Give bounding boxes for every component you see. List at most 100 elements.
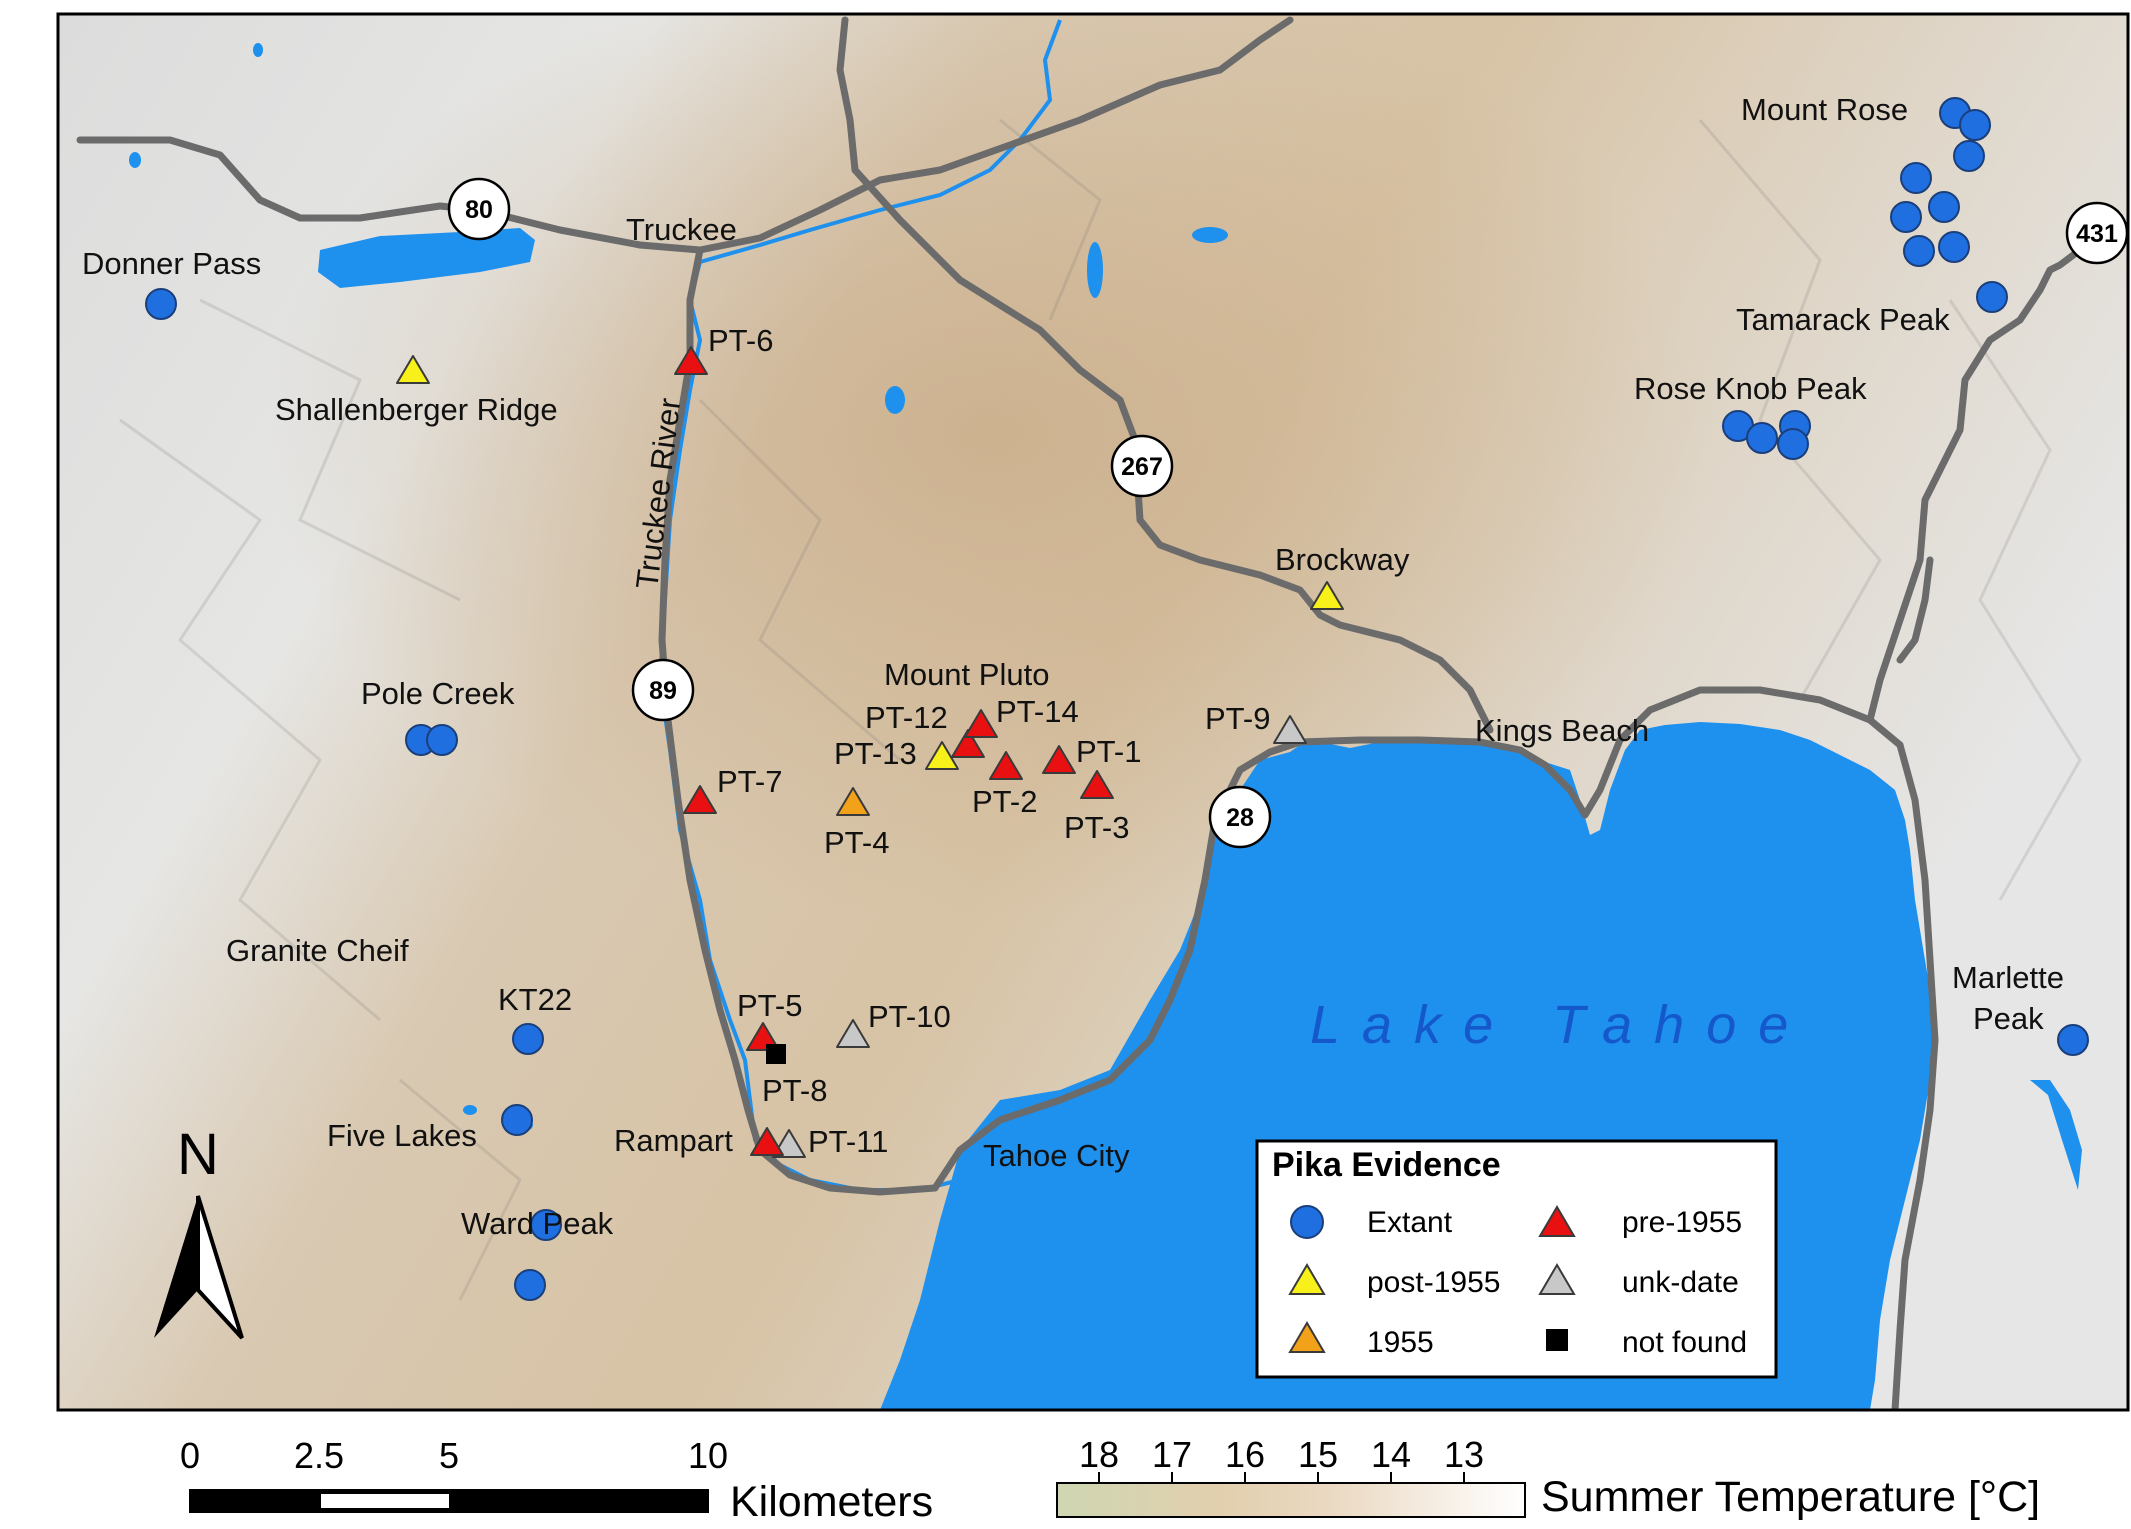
temp-tick-18: 18: [1079, 1434, 1119, 1475]
label-kt22: KT22: [498, 982, 572, 1017]
temp-tick-13: 13: [1444, 1434, 1484, 1475]
highway-267-label: 267: [1121, 453, 1163, 481]
label-granite-chief: Granite Cheif: [226, 933, 409, 968]
label-brockway: Brockway: [1275, 542, 1410, 577]
highway-431-label: 431: [2076, 220, 2118, 248]
relief-shading: [119, 118, 2082, 1301]
temperature-ticks: [1098, 1472, 1465, 1483]
roads: [76, 16, 2114, 1410]
label-donner-pass: Donner Pass: [82, 246, 261, 281]
highway-80-label: 80: [465, 196, 493, 224]
label-pt5: PT-5: [737, 988, 802, 1023]
scale-unit-label: Kilometers: [730, 1478, 933, 1526]
label-truckee: Truckee: [626, 212, 737, 247]
legend-pre1955-label: pre-1955: [1622, 1206, 1742, 1239]
legend-1955-label: 1955: [1367, 1326, 1434, 1359]
scale-tick-2-5: 2.5: [294, 1435, 344, 1476]
not-found-marker-pt8: [766, 1044, 786, 1064]
donner-lake-water: [318, 228, 535, 288]
extant-marker-ward-peak-2: [514, 1269, 546, 1301]
legend-extant-label: Extant: [1367, 1206, 1453, 1239]
label-tamarack-peak: Tamarack Peak: [1736, 302, 1950, 337]
highway-28-shield: 28: [1208, 785, 1272, 849]
extant-marker-ward-peak-1: [530, 1209, 562, 1241]
extant-marker-mount-rose-4: [1900, 162, 1932, 194]
extant-marker-mount-rose-7: [1903, 235, 1935, 267]
label-tahoe-city: Tahoe City: [983, 1138, 1130, 1173]
label-five-lakes: Five Lakes: [327, 1118, 477, 1153]
legend-extant-symbol: [1290, 1205, 1324, 1239]
scale-tick-0: 0: [180, 1435, 200, 1476]
post1955-marker-shallenberger: [396, 355, 430, 384]
extant-marker-mount-rose-3: [1953, 140, 1985, 172]
extant-marker-marlette-peak: [2057, 1024, 2089, 1056]
label-marlette-peak: Peak: [1973, 1001, 2044, 1036]
legend-pre1955-symbol: [1538, 1205, 1576, 1237]
label-rampart: Rampart: [614, 1123, 733, 1158]
legend-not-found-symbol: [1546, 1329, 1568, 1351]
scale-bar-white-segment: [321, 1494, 449, 1508]
1955-marker-pt4: [836, 787, 870, 816]
extant-marker-mount-rose-6: [1928, 191, 1960, 223]
label-pt3: PT-3: [1064, 810, 1129, 845]
label-pt9: PT-9: [1205, 701, 1270, 736]
label-pt7: PT-7: [717, 764, 782, 799]
label-pt1: PT-1: [1076, 734, 1141, 769]
label-pt10: PT-10: [868, 999, 951, 1034]
pre1955-marker-pt3: [1080, 770, 1114, 799]
label-pt6: PT-6: [708, 323, 773, 358]
temperature-scale-title: Summer Temperature [°C]: [1541, 1473, 2040, 1521]
legend: Pika Evidence Extant post-1955 1955 pre-…: [1255, 1139, 1778, 1379]
lake-tahoe-label: Lake Tahoe: [1310, 995, 1810, 1055]
legend-unk-label: unk-date: [1622, 1266, 1739, 1299]
triangle-markers: [396, 346, 1344, 1158]
temperature-scale: 18 17 16 15 14 13 Summer Temperature [°C…: [1056, 1434, 2040, 1521]
extant-markers: [145, 97, 2089, 1301]
extant-marker-kt22: [512, 1023, 544, 1055]
highway-89-shield: 89: [631, 658, 695, 722]
north-arrow-label: N: [177, 1122, 219, 1187]
highway-28-label: 28: [1226, 804, 1254, 832]
extant-marker-mount-rose-2: [1959, 109, 1991, 141]
label-pole-creek: Pole Creek: [361, 676, 515, 711]
map-content: 80 89 267 28 431 Lake Tahoe: [58, 14, 2128, 1410]
legend-title: Pika Evidence: [1272, 1146, 1501, 1184]
label-pt2: PT-2: [972, 784, 1037, 819]
pre1955-marker-pt12: [951, 729, 985, 758]
pre1955-marker-pt6: [674, 346, 708, 375]
label-ward-peak: Ward Peak: [461, 1206, 614, 1241]
unk-marker-pt10: [836, 1019, 870, 1048]
extant-marker-pole-creek-2: [426, 724, 458, 756]
scale-tick-5: 5: [439, 1435, 459, 1476]
post1955-marker-brockway: [1310, 581, 1344, 610]
label-pt14: PT-14: [996, 694, 1079, 729]
legend-post1955-label: post-1955: [1367, 1266, 1500, 1299]
extant-marker-donner-pass: [145, 288, 177, 320]
label-pt13: PT-13: [834, 736, 917, 771]
temp-tick-16: 16: [1225, 1434, 1265, 1475]
north-arrow: N: [154, 1122, 244, 1340]
label-shallenberger-ridge: Shallenberger Ridge: [275, 392, 558, 427]
post1955-marker-pt13: [925, 741, 959, 770]
scale-tick-10: 10: [688, 1435, 728, 1476]
marlette-lake-water: [2030, 1080, 2082, 1190]
pre1955-marker-pt14: [964, 709, 998, 738]
highway-89-label: 89: [649, 677, 677, 705]
label-pt11: PT-11: [808, 1124, 888, 1159]
pre1955-marker-pt2: [989, 751, 1023, 780]
extant-marker-mount-rose-8: [1938, 231, 1970, 263]
legend-box: [1255, 1139, 1778, 1379]
label-kings-beach: Kings Beach: [1475, 713, 1649, 748]
extant-marker-rose-knob-4: [1777, 428, 1809, 460]
label-marlette: Marlette: [1952, 960, 2064, 995]
highway-267-shield: 267: [1110, 434, 1174, 498]
highway-80-shield: 80: [447, 177, 511, 241]
highway-431-shield: 431: [2065, 201, 2128, 265]
legend-unk-symbol: [1538, 1263, 1576, 1295]
label-pt12: PT-12: [865, 700, 948, 735]
scale-bar: 0 2.5 5 10 Kilometers: [180, 1435, 933, 1526]
unk-marker-pt9: [1273, 715, 1307, 744]
label-pt4: PT-4: [824, 825, 889, 860]
extant-marker-five-lakes: [501, 1104, 533, 1136]
